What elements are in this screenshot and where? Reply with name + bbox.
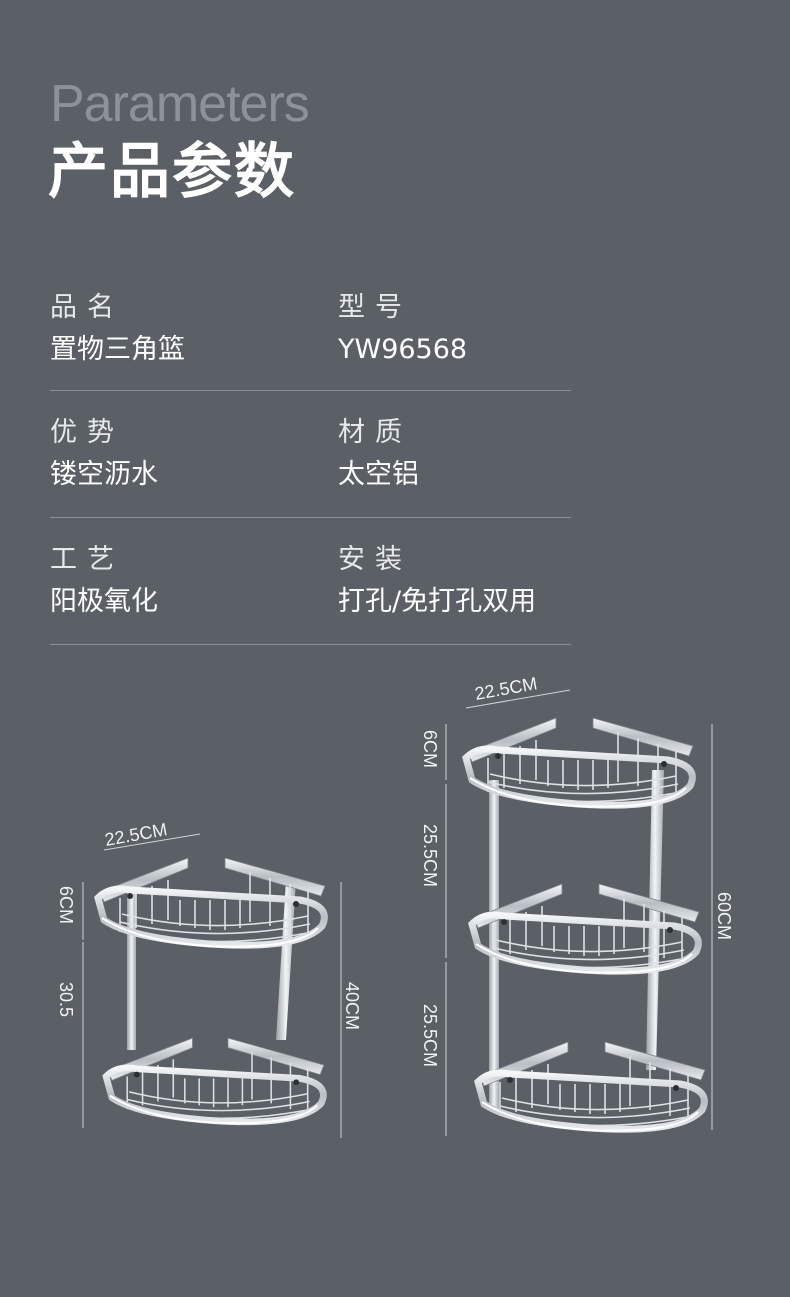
param-model: 型号 YW96568 (338, 292, 467, 367)
param-value: 打孔/免打孔双用 (338, 586, 537, 618)
two-tier-width-label: 22.5CM (103, 819, 169, 850)
three-tier-gap2-label: 25.5CM (420, 1004, 440, 1067)
param-value: 太空铝 (338, 459, 419, 491)
param-label: 型号 (338, 292, 412, 323)
param-label: 优势 (50, 417, 124, 448)
param-material: 材质 太空铝 (338, 417, 419, 492)
two-tier-total-label: 40CM (342, 982, 362, 1030)
param-row: 优势 镂空沥水 材质 太空铝 (50, 391, 571, 518)
param-value: YW96568 (338, 334, 468, 366)
parameter-table: 品名 置物三角篮 型号 YW96568 优势 镂空沥水 材质 太空铝 工艺 阳极… (50, 278, 571, 645)
two-tier-gap-label: 30.5 (56, 982, 76, 1017)
param-value: 置物三角篮 (50, 334, 185, 366)
param-value: 阳极氧化 (50, 586, 158, 618)
param-value: 镂空沥水 (50, 459, 158, 491)
two-tier-tier-height-label: 6CM (56, 886, 76, 924)
param-label: 工艺 (50, 544, 124, 575)
two-tier-dimension-lines (82, 833, 342, 1138)
param-product-name: 品名 置物三角篮 (50, 292, 185, 367)
param-row: 品名 置物三角篮 型号 YW96568 (50, 278, 571, 391)
param-process: 工艺 阳极氧化 (50, 544, 158, 619)
param-label: 安装 (338, 544, 412, 575)
param-installation: 安装 打孔/免打孔双用 (338, 544, 536, 619)
two-tier-basket-image (98, 858, 325, 1123)
param-label: 品名 (50, 292, 124, 323)
three-tier-basket-image (466, 718, 705, 1131)
chinese-title: 产品参数 (48, 137, 296, 207)
english-title: Parameters (50, 75, 310, 133)
three-tier-width-label: 22.5CM (473, 673, 539, 704)
three-tier-tier-height-label: 6CM (420, 730, 440, 768)
product-dimension-diagram: 22.5CM 6CM 30.5 40CM 22.5CM 6CM 25.5CM 2… (56, 673, 734, 1138)
param-row: 工艺 阳极氧化 安装 打孔/免打孔双用 (50, 518, 571, 645)
three-tier-total-label: 60CM (714, 892, 734, 940)
three-tier-gap1-label: 25.5CM (420, 824, 440, 887)
param-advantage: 优势 镂空沥水 (50, 417, 158, 492)
param-label: 材质 (338, 417, 412, 448)
three-tier-dimension-lines (445, 689, 713, 1136)
